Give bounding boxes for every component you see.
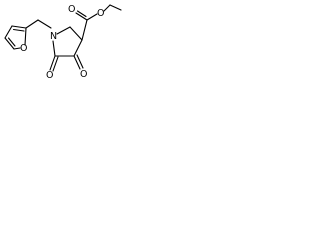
- bond-furan-c5-o: [13, 47, 21, 50]
- bond-furan-c2-c3-inner: [12, 28, 25, 32]
- atom-label-n-ring: N: [50, 31, 57, 42]
- bond-furan-c2-c3: [11, 25, 27, 29]
- ethyl-ester-group: [75, 4, 122, 41]
- bond-ch2-ch3: [109, 4, 122, 11]
- bond-c4-o-a: [73, 55, 81, 70]
- bond-o-ch2: [103, 4, 111, 12]
- pyrrolidine-ring: [52, 26, 83, 57]
- atom-label-o-ester-carbonyl: O: [68, 4, 75, 15]
- bond-carbonyl-double-b: [76, 10, 87, 18]
- bond-c5-n: [52, 40, 56, 57]
- ketone-c4: [73, 54, 84, 70]
- chemical-structure-diagram: O N O O O O: [4, 4, 122, 81]
- bond-furan-o-c2: [24, 27, 27, 46]
- atom-label-o-ester-ether: O: [97, 8, 104, 19]
- bond-c2-c3: [69, 26, 83, 41]
- furan-ring: [4, 25, 27, 50]
- bond-c3-c4: [73, 39, 83, 57]
- bond-ch2-n: [37, 19, 52, 29]
- bond-carbonyl-c-o: [86, 13, 98, 21]
- ketone-c5: [49, 55, 59, 72]
- bond-c4-o-b: [76, 54, 84, 69]
- bond-carbonyl-double-a: [75, 12, 88, 21]
- bond-c5-o-b: [52, 56, 59, 72]
- bond-furan-c2-ch2: [25, 19, 39, 29]
- bond-furan-c4-c5: [4, 37, 15, 50]
- bond-c3-carbonyl-c: [81, 19, 88, 41]
- bond-furan-c3-c4: [4, 25, 13, 39]
- bond-furan-c4-c5-inner: [7, 37, 16, 47]
- atom-label-o-ketone-5: O: [46, 70, 53, 81]
- atom-label-o-furan: O: [20, 43, 27, 54]
- atom-label-o-ketone-4: O: [80, 69, 87, 80]
- bond-n-c2: [56, 26, 71, 35]
- bond-c5-o-a: [49, 55, 56, 71]
